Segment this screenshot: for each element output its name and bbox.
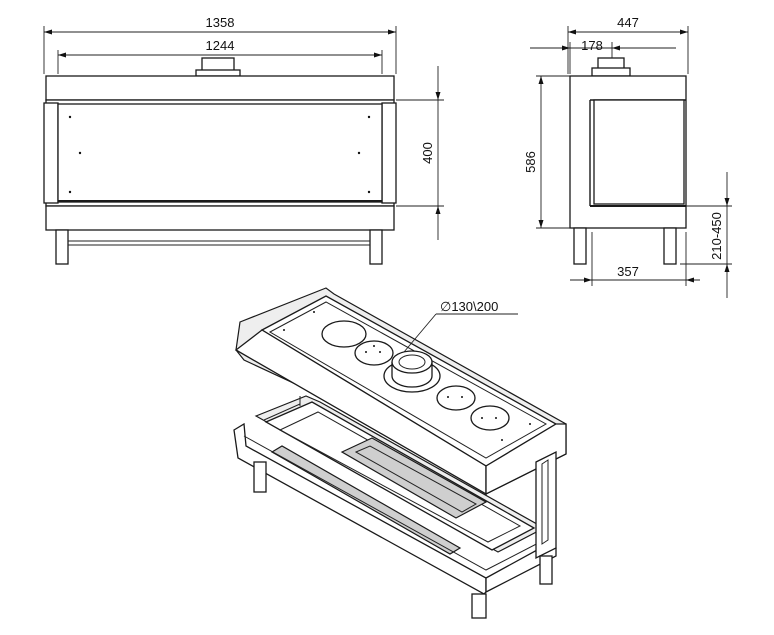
side-flue-base [591,67,631,77]
front-top-cover [45,75,395,101]
dim-side-height: 586 [523,151,538,173]
isometric-view: ∅130\200 [233,287,567,619]
iso-leg-right [539,555,553,585]
dim-overall-depth: 447 [617,15,639,30]
front-left-leg [55,229,69,265]
iso-hole-1 [321,320,367,348]
iso-hole-4 [436,385,476,411]
front-left-side-glass [43,102,59,204]
front-right-leg [369,229,383,265]
iso-leg-front [471,593,487,619]
side-view: 447 178 586 210-450 357 [523,15,732,298]
dim-base-depth: 357 [617,264,639,279]
iso-front-bar [270,445,462,555]
dim-leg-height: 210-450 [709,212,724,260]
iso-burner [340,437,488,519]
iso-hole-5 [470,405,510,431]
side-left-leg [573,227,587,265]
iso-flue-top [391,350,433,374]
front-flue-base [195,69,241,77]
iso-hole-2 [354,340,394,366]
iso-leg-left [253,461,267,493]
front-base [45,205,395,231]
front-glass-panel [57,103,383,203]
iso-right-glass [535,450,557,560]
side-right-leg [663,227,677,265]
side-glass-panel [593,99,685,205]
dim-flue-diameter: ∅130\200 [440,299,498,314]
dim-inner-width: 1244 [206,38,235,53]
front-right-side-glass [381,102,397,204]
dim-overall-width: 1358 [206,15,235,30]
dim-glass-height-front: 400 [420,142,435,164]
dim-flue-offset: 178 [581,38,603,53]
front-view: 1358 1244 400 [43,15,444,265]
iso-top-right-edge [485,423,567,496]
